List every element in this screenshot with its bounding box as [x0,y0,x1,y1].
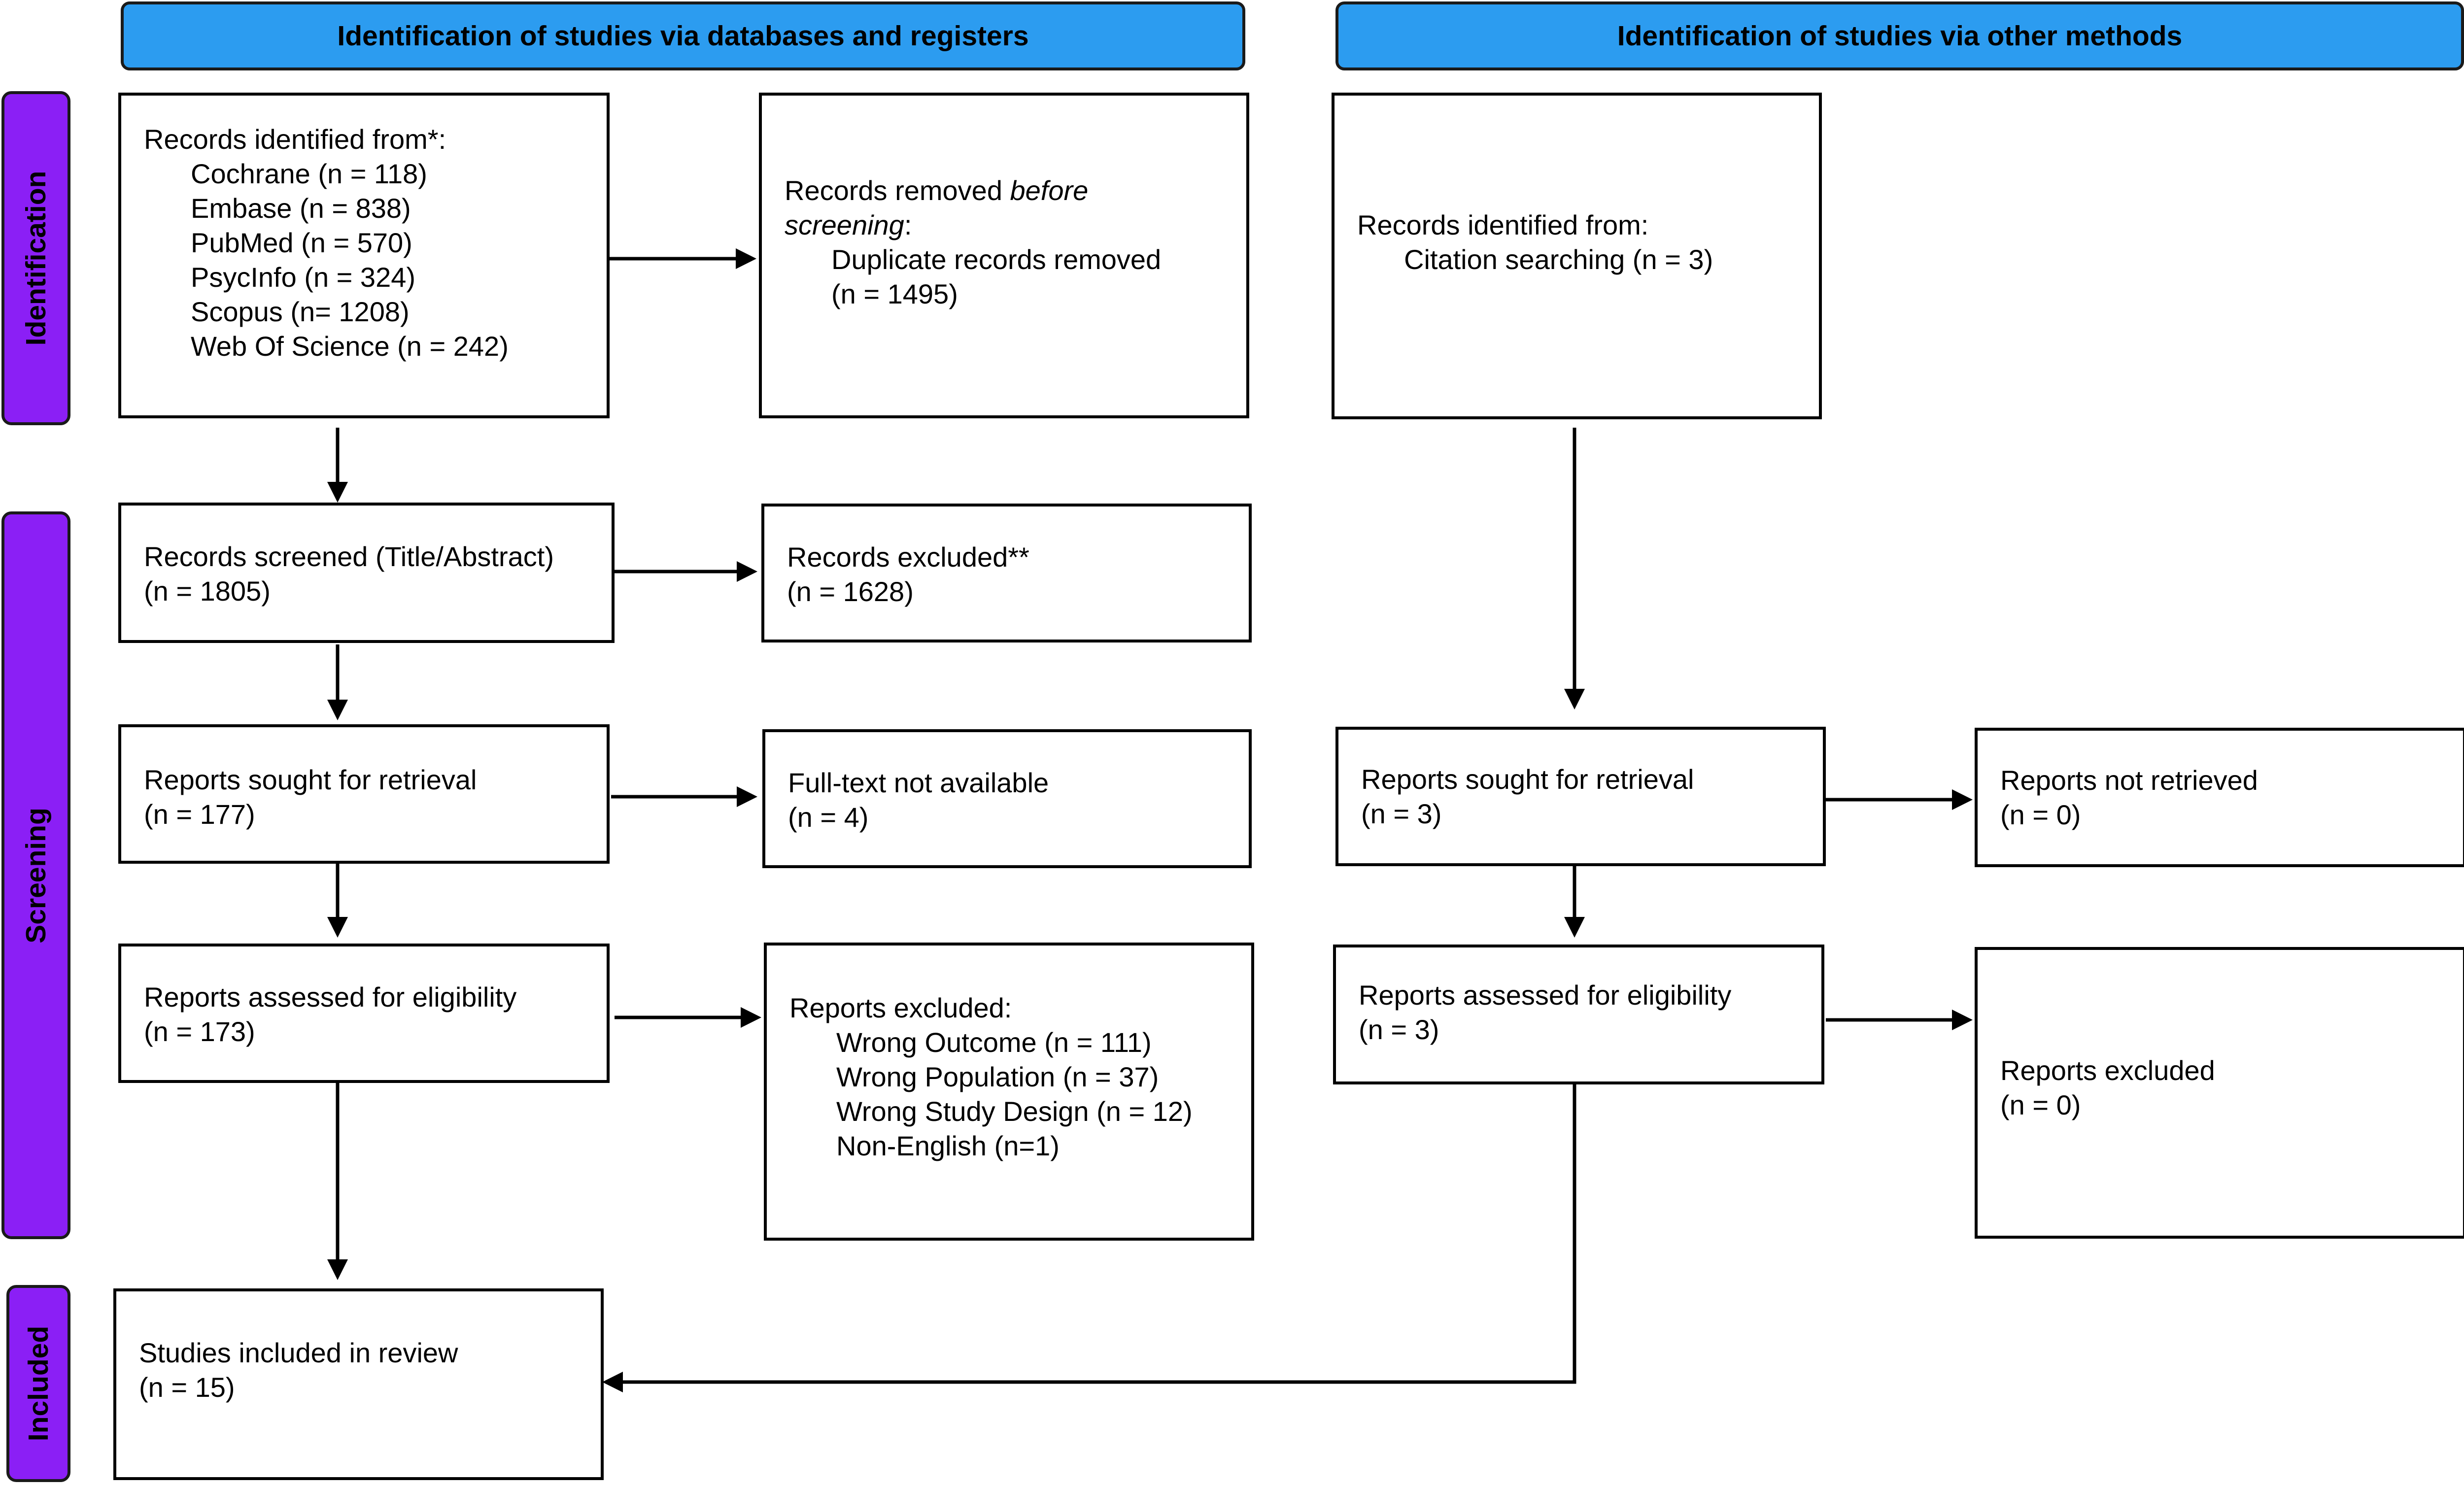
records-removed-prefix: Records removed [785,175,1010,206]
fulltext-not-available-title: Full-text not available [788,767,1049,798]
arrowhead-screened-to-excluded [737,561,757,582]
reason-wrong-study-design: Wrong Study Design (n = 12) [836,1096,1193,1127]
box-reports-excluded: Reports excluded: Wrong Outcome (n = 111… [764,943,1254,1241]
source-embase: Embase (n = 838) [191,193,411,224]
header-other-methods: Identification of studies via other meth… [1335,1,2464,70]
box-right-reports-excluded: Reports excluded (n = 0) [1975,947,2464,1239]
right-reports-sought-title: Reports sought for retrieval [1361,764,1694,795]
right-records-identified-detail: Citation searching (n = 3) [1404,244,1713,275]
records-removed-before: before [1010,175,1089,206]
arrowhead-screened-to-sought [327,700,348,720]
box-studies-included: Studies included in review (n = 15) [113,1288,604,1480]
arrowhead-sought-to-notavailable [737,786,757,807]
records-excluded-count: (n = 1628) [787,576,914,607]
box-records-identified: Records identified from*: Cochrane (n = … [118,93,610,418]
records-identified-title: Records identified from*: [144,124,446,155]
stage-identification: Identification [1,91,70,425]
header-other-methods-label: Identification of studies via other meth… [1617,20,2183,52]
records-removed-colon: : [904,209,912,240]
stage-included: Included [6,1285,70,1482]
right-records-identified-title: Records identified from: [1357,209,1649,240]
studies-included-title: Studies included in review [139,1337,458,1368]
box-right-reports-not-retrieved: Reports not retrieved (n = 0) [1975,728,2464,867]
arrowhead-sought-to-assessed [327,917,348,938]
reports-not-retrieved-title: Reports not retrieved [2000,765,2258,796]
reports-assessed-title: Reports assessed for eligibility [144,981,517,1013]
reason-wrong-outcome: Wrong Outcome (n = 111) [836,1027,1152,1058]
right-reports-excluded-title: Reports excluded [2000,1055,2215,1086]
header-databases-registers: Identification of studies via databases … [121,1,1245,70]
reports-sought-count: (n = 177) [144,799,255,830]
records-removed-line1: Records removed before [785,173,1246,208]
stage-screening: Screening [1,511,70,1239]
box-right-reports-assessed: Reports assessed for eligibility (n = 3) [1333,945,1824,1084]
source-psycinfo: PsycInfo (n = 324) [191,262,416,293]
source-pubmed: PubMed (n = 570) [191,227,412,258]
reports-assessed-count: (n = 173) [144,1016,255,1047]
records-excluded-title: Records excluded** [787,541,1029,573]
box-records-screened: Records screened (Title/Abstract) (n = 1… [118,503,615,643]
reports-excluded-title: Reports excluded: [789,992,1012,1023]
box-records-removed: Records removed before screening: Duplic… [759,93,1249,418]
reason-non-english: Non-English (n=1) [836,1130,1060,1161]
box-right-reports-sought: Reports sought for retrieval (n = 3) [1335,727,1826,866]
source-scopus: Scopus (n= 1208) [191,296,410,327]
right-reports-assessed-count: (n = 3) [1359,1014,1439,1045]
source-web-of-science: Web Of Science (n = 242) [191,331,509,362]
box-reports-assessed: Reports assessed for eligibility (n = 17… [118,944,610,1083]
arrowhead-right-identified-to-sought [1564,689,1585,709]
source-cochrane: Cochrane (n = 118) [191,158,427,189]
arrowhead-assessed-to-excluded [741,1007,761,1028]
right-reports-assessed-title: Reports assessed for eligibility [1359,979,1732,1011]
records-removed-detail: Duplicate records removed [831,244,1162,275]
studies-included-count: (n = 15) [139,1372,235,1403]
box-records-excluded: Records excluded** (n = 1628) [761,504,1252,642]
arrowhead-identified-to-screened [327,482,348,503]
reports-sought-title: Reports sought for retrieval [144,764,477,795]
header-databases-registers-label: Identification of studies via databases … [337,20,1029,52]
records-removed-count: (n = 1495) [831,278,958,309]
arrowhead-identified-to-removed [736,248,756,269]
box-reports-sought: Reports sought for retrieval (n = 177) [118,724,610,864]
fulltext-not-available-count: (n = 4) [788,802,869,833]
box-right-records-identified: Records identified from: Citation search… [1332,93,1822,419]
reason-wrong-population: Wrong Population (n = 37) [836,1061,1159,1092]
arrowhead-right-assessed-to-excluded [1952,1010,1973,1030]
arrowhead-right-sought-to-notretrieved [1952,789,1973,810]
records-screened-count: (n = 1805) [144,575,271,607]
connector-right-assessed-to-included [621,1083,1576,1384]
arrowhead-right-sought-to-assessed [1564,917,1585,938]
records-removed-line2: screening: [785,208,1246,242]
records-removed-screening: screening [785,209,904,240]
box-fulltext-not-available: Full-text not available (n = 4) [762,729,1252,868]
arrowhead-assessed-to-included [327,1259,348,1280]
records-screened-title: Records screened (Title/Abstract) [144,541,554,572]
right-reports-sought-count: (n = 3) [1361,798,1442,829]
arrowhead-right-to-included [602,1372,623,1392]
right-reports-excluded-count: (n = 0) [2000,1089,2081,1120]
reports-not-retrieved-count: (n = 0) [2000,799,2081,830]
